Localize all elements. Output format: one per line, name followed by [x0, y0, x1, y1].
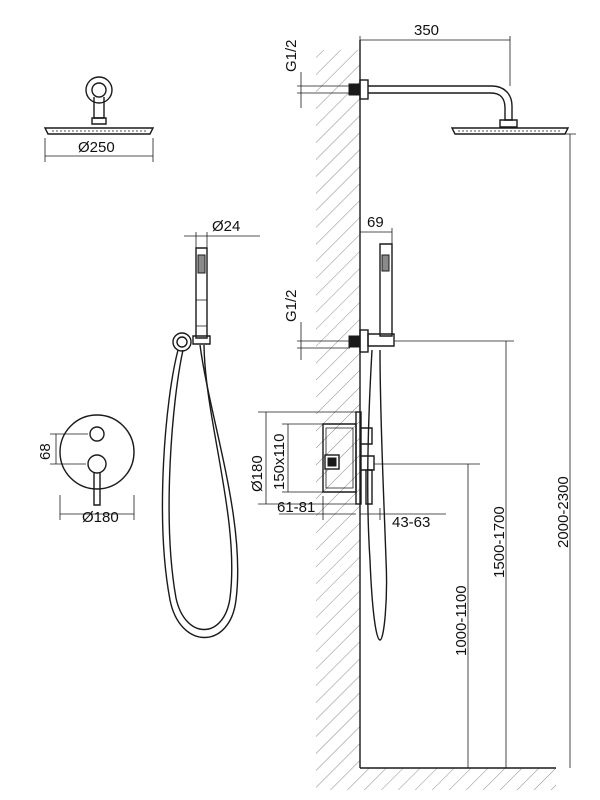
- height-dimensions: [374, 133, 576, 768]
- shower-arm-side-view: [297, 36, 570, 135]
- dim-arm-length: 350: [414, 22, 439, 39]
- hand-shower-side-view: [297, 228, 395, 641]
- overhead-shower-top-view: [43, 76, 155, 162]
- dim-middle-thread: G1/2: [283, 289, 300, 322]
- dim-hand-shower-diameter: Ø24: [212, 218, 240, 235]
- mixer-plate-front-view: [50, 414, 135, 520]
- concealed-mixer-box: [258, 411, 446, 520]
- dim-holder-depth: 69: [367, 214, 384, 231]
- dim-head-height-range: 2000-2300: [555, 476, 572, 548]
- dim-holder-height-range: 1500-1700: [491, 506, 508, 578]
- dim-box-depth-range: 61-81: [277, 499, 315, 516]
- dim-plate-diameter: Ø180: [249, 455, 266, 492]
- dim-plate-diameter-front: Ø180: [82, 509, 119, 526]
- dim-projection-range: 43-63: [392, 514, 430, 531]
- dim-plate-handle-spacing: 68: [37, 443, 54, 460]
- dim-mixer-height-range: 1000-1100: [453, 585, 470, 656]
- floor: [316, 767, 556, 790]
- wall: [316, 40, 361, 768]
- hand-shower-with-hose: [161, 232, 260, 638]
- dim-top-thread: G1/2: [283, 39, 300, 72]
- dim-overhead-diameter: Ø250: [78, 139, 115, 156]
- dim-box-size: 150x110: [271, 434, 288, 490]
